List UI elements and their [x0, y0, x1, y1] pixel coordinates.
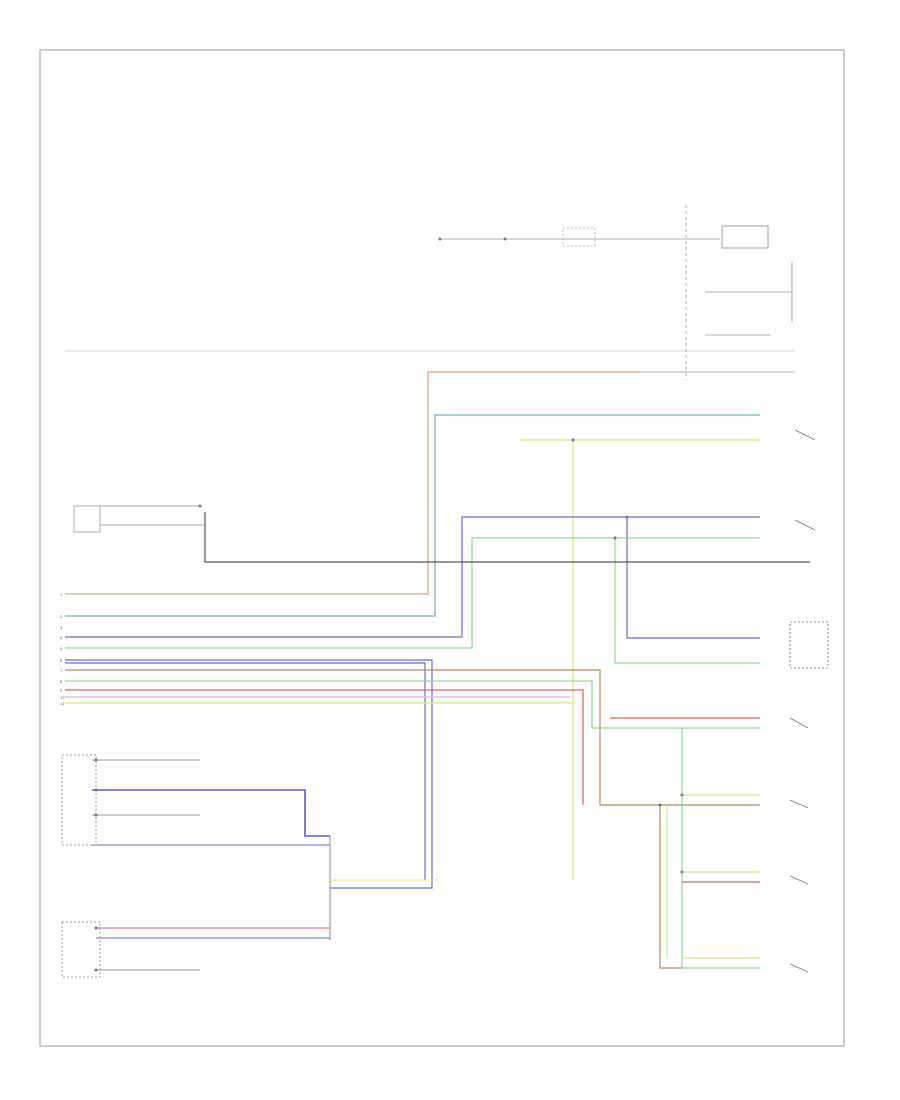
- splice-points: [94, 237, 684, 972]
- wire-green-upper: [65, 537, 760, 649]
- pin-2: 2: [60, 615, 62, 619]
- wire-green-door-1: [681, 728, 760, 969]
- door-switch-4: [789, 963, 809, 973]
- pin-9: 9: [60, 689, 63, 693]
- left-connector-pins: 1 2 3 4 5 6 7 8 9 10 11: [60, 593, 65, 706]
- relay-box-top: [721, 225, 769, 249]
- pin-5: 5: [60, 647, 62, 651]
- door-switch-3: [789, 875, 809, 885]
- component-box-left: [73, 505, 101, 533]
- pin-4: 4: [60, 636, 63, 640]
- wire-green-lower: [65, 680, 760, 729]
- wire-teal: [65, 414, 760, 617]
- right-components: [789, 429, 829, 973]
- door-switch-1: [789, 717, 809, 729]
- switch-symbol-1: [794, 429, 816, 441]
- wire-brown-door: [659, 805, 682, 969]
- switch-box-lower: [61, 921, 101, 978]
- pin-8: 8: [60, 680, 63, 684]
- switch-box-upper: [61, 754, 97, 846]
- connector-box-right: [789, 621, 829, 669]
- wire-brown: [65, 669, 760, 806]
- pin-11: 11: [60, 702, 65, 706]
- wire-blue-lower-2: [65, 662, 426, 880]
- fuse-box: [562, 227, 596, 247]
- wire-black-long: [204, 512, 810, 563]
- pin-3: 3: [60, 626, 62, 630]
- pin-1: 1: [60, 593, 62, 597]
- top-power-section: [65, 205, 795, 380]
- wire-blue-lower: [65, 659, 433, 889]
- pin-7: 7: [60, 669, 62, 673]
- left-switch-cluster: [61, 754, 438, 978]
- wire-blue-branch: [626, 517, 760, 639]
- harness-wires: [65, 371, 810, 969]
- wire-red: [65, 689, 584, 805]
- switch-symbol-2: [794, 519, 816, 531]
- wire-green-branch: [614, 538, 760, 664]
- diagram-frame: [39, 49, 845, 1047]
- pin-10: 10: [60, 696, 65, 700]
- door-switch-2: [789, 799, 809, 809]
- wire-blue-switch: [92, 789, 330, 837]
- left-upper-component: [73, 505, 205, 533]
- wire-blue-upper: [65, 516, 760, 638]
- wire-orange: [65, 371, 640, 595]
- pin-6: 6: [60, 659, 63, 663]
